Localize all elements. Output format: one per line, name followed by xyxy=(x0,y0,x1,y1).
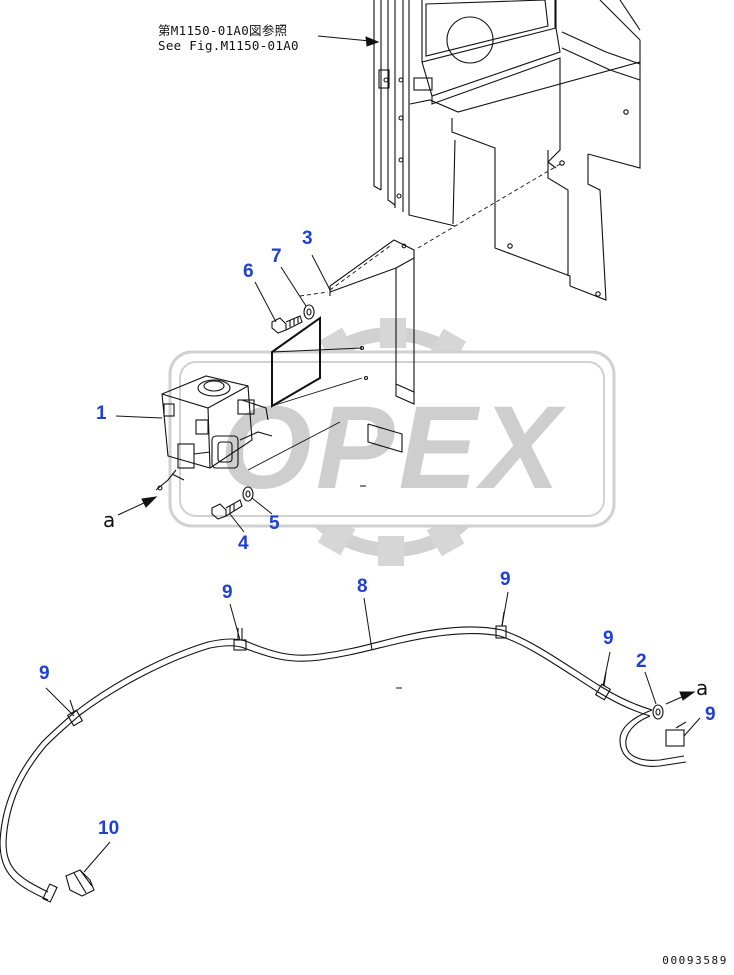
callout-9-right: 9 xyxy=(603,628,614,649)
callout-1: 1 xyxy=(96,403,107,424)
callout-9-center-right: 9 xyxy=(500,569,511,590)
callout-10: 10 xyxy=(98,818,120,839)
reference-note-english: See Fig.M1150-01A0 xyxy=(158,38,299,53)
washer-part-7 xyxy=(303,304,315,320)
hose-part-8 xyxy=(0,626,687,903)
leader-lines xyxy=(45,254,701,873)
bolt-part-4 xyxy=(211,499,243,520)
washer-part-2 xyxy=(652,704,664,720)
callout-9-center-left: 9 xyxy=(222,582,233,603)
callout-4: 4 xyxy=(238,533,249,554)
callout-5: 5 xyxy=(269,513,280,534)
bracket-part-3 xyxy=(247,162,563,471)
connector-arrow-a-right xyxy=(665,691,696,705)
tank-part-1 xyxy=(155,375,273,491)
callout-7: 7 xyxy=(271,246,282,267)
reference-note-japanese: 第M1150-01A0図参照 xyxy=(158,23,288,38)
connector-label-a-right: a xyxy=(696,676,709,700)
washer-part-5 xyxy=(242,486,254,502)
center-marks xyxy=(360,485,402,689)
callout-6: 6 xyxy=(243,261,254,282)
callout-9-far-right: 9 xyxy=(705,704,716,725)
fitting-part-10 xyxy=(65,869,95,897)
callout-3: 3 xyxy=(302,228,313,249)
document-number: 00093589 xyxy=(662,954,728,967)
reference-arrow xyxy=(317,35,380,47)
callout-8: 8 xyxy=(357,576,368,597)
cab-panel-assembly xyxy=(373,0,641,301)
connector-arrow-a-left xyxy=(117,496,158,516)
hose-clips-part-9 xyxy=(66,611,612,727)
watermark-logo: OPEX xyxy=(168,318,616,566)
connector-label-a-left: a xyxy=(103,508,116,532)
callout-9-left: 9 xyxy=(39,663,50,684)
callout-2: 2 xyxy=(636,651,647,672)
bolt-part-6 xyxy=(271,315,303,334)
